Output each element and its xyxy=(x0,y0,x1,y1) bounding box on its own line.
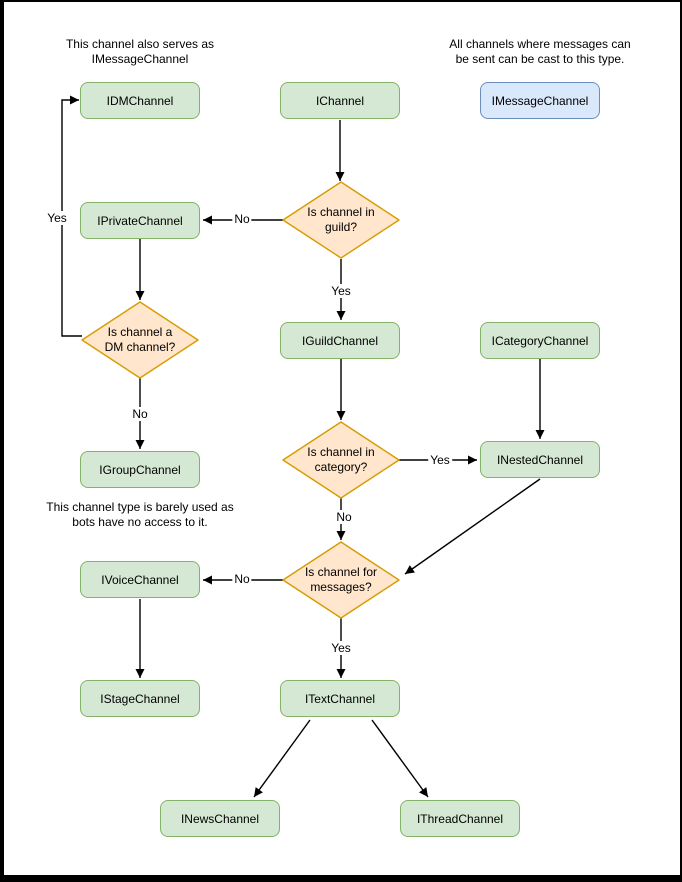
decision-label-in-guild-line1: Is channel in xyxy=(307,205,375,219)
edge-label-dm-no: No xyxy=(130,407,150,421)
frame-top-border xyxy=(0,0,682,2)
node-ivoicechannel: IVoiceChannel xyxy=(80,561,200,598)
decision-label-in-category: Is channel in category? xyxy=(286,445,396,475)
decision-label-in-category-line2: category? xyxy=(314,460,368,474)
frame-right-border xyxy=(680,0,682,882)
decision-label-for-messages: Is channel for messages? xyxy=(286,565,396,595)
node-icategorychannel: ICategoryChannel xyxy=(480,322,600,359)
node-itextchannel: ITextChannel xyxy=(280,680,400,717)
decision-label-in-category-line1: Is channel in xyxy=(307,445,375,459)
decision-label-is-dm-line1: Is channel a xyxy=(107,325,173,339)
edge-inestedchannel-to-formessages xyxy=(404,478,541,575)
node-inewschannel: INewsChannel xyxy=(160,800,280,837)
node-inestedchannel: INestedChannel xyxy=(480,441,600,478)
decision-label-is-dm: Is channel a DM channel? xyxy=(85,325,195,355)
node-idmchannel: IDMChannel xyxy=(80,82,200,119)
node-iprivatechannel: IPrivateChannel xyxy=(80,202,200,239)
annotation-dm-note-line1: This channel also serves as xyxy=(65,37,215,51)
decision-label-in-guild: Is channel in guild? xyxy=(286,205,396,235)
decision-label-for-messages-line2: messages? xyxy=(310,580,372,594)
node-iguildchannel: IGuildChannel xyxy=(280,322,400,359)
node-ichannel: IChannel xyxy=(280,82,400,119)
annotation-dm-note: This channel also serves as IMessageChan… xyxy=(30,37,250,67)
node-ithreadchannel: IThreadChannel xyxy=(400,800,520,837)
edge-itextchannel-to-inewschannel xyxy=(253,719,311,798)
annotation-group-note-line2: bots have no access to it. xyxy=(72,515,208,529)
node-istagechannel: IStageChannel xyxy=(80,680,200,717)
decision-shape-in-guild xyxy=(282,181,400,259)
edge-label-messages-no: No xyxy=(232,572,252,586)
decision-shape-is-dm xyxy=(81,301,199,379)
edge-label-guild-no: No xyxy=(232,212,252,226)
annotation-group-note-line1: This channel type is barely used as xyxy=(46,500,234,514)
edge-label-guild-yes: Yes xyxy=(329,284,353,298)
decision-shape-in-category xyxy=(282,421,400,499)
decision-label-in-guild-line2: guild? xyxy=(324,220,358,234)
edge-label-category-no: No xyxy=(334,510,354,524)
node-igroupchannel: IGroupChannel xyxy=(80,451,200,488)
edge-label-category-yes: Yes xyxy=(428,453,452,467)
edge-label-dm-yes: Yes xyxy=(45,211,69,225)
decision-label-for-messages-line1: Is channel for xyxy=(304,565,378,579)
frame-left-border xyxy=(0,0,4,882)
annotation-dm-note-line2: IMessageChannel xyxy=(91,52,189,66)
annotation-message-note-line2: be sent can be cast to this type. xyxy=(455,52,625,66)
node-imessagechannel: IMessageChannel xyxy=(480,82,600,119)
annotation-message-note-line1: All channels where messages can xyxy=(449,37,631,51)
edge-itextchannel-to-ithreadchannel xyxy=(371,719,429,798)
edge-label-messages-yes: Yes xyxy=(329,641,353,655)
frame-bottom-border xyxy=(0,875,682,882)
annotation-message-note: All channels where messages can be sent … xyxy=(420,37,660,67)
annotation-group-note: This channel type is barely used as bots… xyxy=(10,500,270,530)
decision-shape-for-messages xyxy=(282,541,400,619)
decision-label-is-dm-line2: DM channel? xyxy=(104,340,176,354)
